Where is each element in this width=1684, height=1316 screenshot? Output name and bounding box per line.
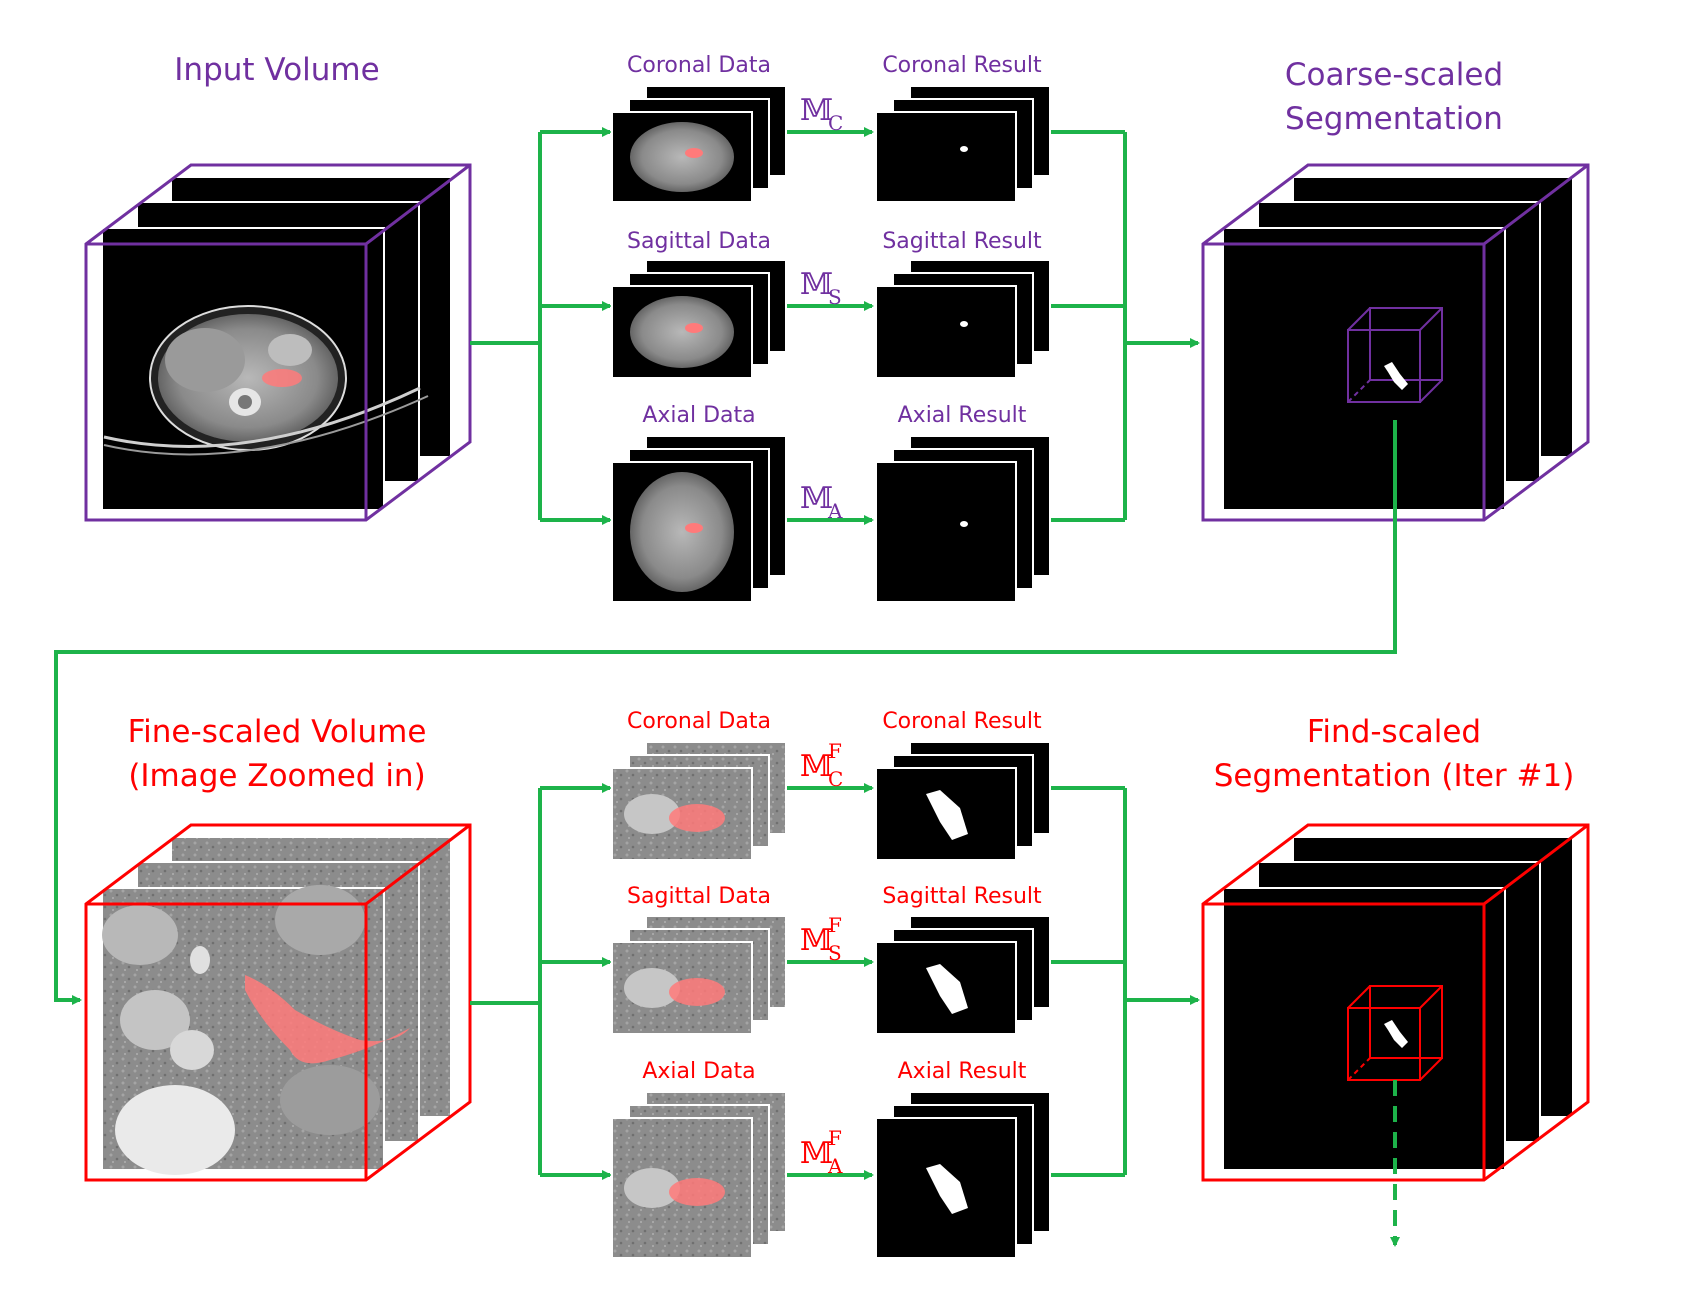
flow-arrows (54, 127, 1400, 1247)
input-volume-cube (84, 163, 472, 522)
fine-axial-model-superscript: F (828, 1126, 842, 1150)
fine-axial-model-symbol: 𝕄 (800, 1136, 833, 1171)
fine-sagittal-data-label: Sagittal Data (627, 884, 771, 909)
fine-mask-blob (1384, 1020, 1408, 1048)
fine-sagittal-mask (926, 964, 968, 1014)
input-volume-title: Input Volume (174, 52, 379, 88)
fine-sagittal-model-subscript: S (828, 941, 842, 965)
fine-axial-result-label: Axial Result (898, 1059, 1027, 1084)
coarse-coronal-model-subscript: C (828, 111, 843, 135)
coarse-axial-model-subscript: A (827, 499, 843, 523)
fine-segmentation-title-line1: Find-scaled (1307, 714, 1481, 750)
coarse-axial-model-symbol: 𝕄 (800, 481, 833, 516)
fine-coronal-result-stack (875, 741, 1051, 861)
coarse-sagittal-result-stack (875, 259, 1051, 379)
fine-axial-mask (926, 1164, 968, 1214)
coarse-coronal-model-symbol: 𝕄 (800, 93, 833, 128)
coarse-mask-blob (1384, 362, 1408, 390)
fine-sagittal-model-superscript: F (828, 913, 842, 937)
coarse-sagittal-mask (960, 321, 968, 327)
fine-sagittal-model-symbol: 𝕄 (800, 923, 833, 958)
fine-coronal-model-symbol: 𝕄 (800, 749, 833, 784)
coarse-segmentation-title-line1: Coarse-scaled (1285, 57, 1503, 93)
fine-volume-title-line2: (Image Zoomed in) (128, 758, 425, 794)
coarse-coronal-result-stack (875, 85, 1051, 203)
coarse-axial-result-label: Axial Result (898, 403, 1027, 428)
fine-coronal-model-superscript: F (828, 739, 842, 763)
coarse-axial-result-stack (875, 435, 1051, 603)
coarse-sagittal-data-stack (611, 259, 787, 379)
coarse-sagittal-result-label: Sagittal Result (882, 229, 1042, 254)
coarse-coronal-data-label: Coronal Data (627, 53, 771, 78)
fine-volume-title-line1: Fine-scaled Volume (128, 714, 427, 750)
fine-coronal-model-subscript: C (828, 767, 843, 791)
fine-coronal-result-label: Coronal Result (882, 709, 1042, 734)
fine-volume-cube (84, 823, 472, 1182)
coarse-roi-box (1347, 307, 1443, 403)
coarse-sagittal-model-symbol: 𝕄 (800, 267, 833, 302)
coarse-sagittal-data-label: Sagittal Data (627, 229, 771, 254)
fine-roi-box (1347, 985, 1443, 1081)
coarse-coronal-data-stack (611, 85, 787, 203)
coarse-segmentation-title-line2: Segmentation (1285, 101, 1503, 137)
fine-sagittal-result-stack (875, 915, 1051, 1035)
coarse-coronal-mask (960, 146, 968, 152)
coarse-axial-data-stack (611, 435, 787, 603)
fine-sagittal-data-stack (611, 915, 787, 1035)
fine-axial-data-label: Axial Data (642, 1059, 755, 1084)
fine-segmentation-title-line2: Segmentation (Iter #1) (1214, 758, 1575, 794)
fine-coronal-data-label: Coronal Data (627, 709, 771, 734)
coarse-segmentation-cube (1201, 163, 1590, 522)
ct-axial-slice-image (103, 305, 429, 456)
fine-coronal-mask (926, 790, 968, 840)
fine-axial-result-stack (875, 1091, 1051, 1259)
fine-segmentation-cube (1201, 823, 1590, 1182)
coarse-axial-data-label: Axial Data (642, 403, 755, 428)
coarse-sagittal-model-subscript: S (828, 285, 842, 309)
fine-sagittal-result-label: Sagittal Result (882, 884, 1042, 909)
fine-coronal-data-stack (611, 741, 787, 861)
coarse-coronal-result-label: Coronal Result (882, 53, 1042, 78)
fine-axial-model-subscript: A (827, 1154, 843, 1178)
fine-axial-data-stack (611, 1091, 787, 1259)
coarse-axial-mask (960, 521, 968, 527)
